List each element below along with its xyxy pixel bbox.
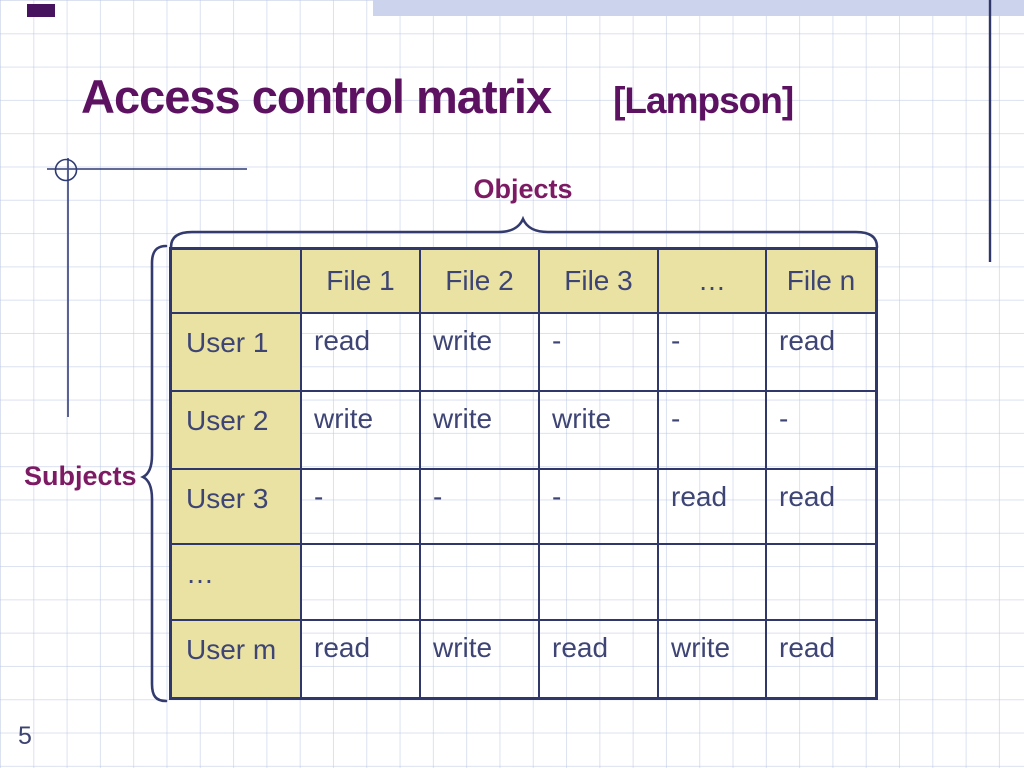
matrix-cell: read — [779, 632, 836, 663]
objects-brace-icon — [169, 215, 879, 249]
corner-cell — [172, 250, 302, 314]
row-label: User 3 — [172, 470, 302, 545]
page-title: Access control matrix — [81, 70, 552, 123]
row-label: … — [172, 545, 302, 621]
matrix-cell: read — [302, 314, 421, 392]
row-label: User m — [172, 621, 302, 697]
matrix-cell: read — [767, 314, 875, 392]
page-number: 5 — [18, 722, 32, 750]
title-row: Access control matrix [Lampson] — [81, 70, 794, 124]
matrix-cell: - — [659, 392, 767, 470]
top-left-accent-box — [27, 4, 55, 17]
subjects-axis-label: Subjects — [24, 461, 137, 491]
matrix-cell: - — [302, 470, 421, 545]
matrix-cell: write — [421, 314, 540, 392]
column-header-file1: File 1 — [302, 250, 421, 314]
column-header-file3: File 3 — [540, 250, 659, 314]
matrix-cell: write — [302, 392, 421, 470]
column-header-filen: File n — [767, 250, 875, 314]
matrix-cell — [540, 545, 659, 621]
matrix-cell — [302, 545, 421, 621]
matrix-cell: write — [421, 621, 540, 697]
matrix-cell: - — [540, 314, 659, 392]
matrix-cell — [767, 545, 875, 621]
matrix-cell: read — [540, 621, 659, 697]
matrix-cell: - — [540, 470, 659, 545]
matrix-cell: read — [659, 470, 767, 545]
matrix-cell: - — [421, 470, 540, 545]
subjects-brace-icon — [140, 244, 168, 703]
objects-axis-label: Objects — [473, 174, 573, 204]
matrix-cell: write — [421, 392, 540, 470]
matrix-cell: write — [540, 392, 659, 470]
access-control-matrix-table: File 1 File 2 File 3 … File n User 1 rea… — [169, 247, 878, 700]
matrix-cell: read — [302, 621, 421, 697]
row-label: User 1 — [172, 314, 302, 392]
matrix-cell — [421, 545, 540, 621]
column-header-file2: File 2 — [421, 250, 540, 314]
matrix-cell: read — [767, 470, 875, 545]
matrix-cell: - — [767, 392, 875, 470]
matrix-cell: write — [659, 621, 767, 697]
citation-label: [Lampson] — [613, 80, 794, 121]
matrix-cell — [659, 545, 767, 621]
top-right-accent-bar — [373, 0, 1024, 16]
row-label: User 2 — [172, 392, 302, 470]
column-header-ellipsis: … — [659, 250, 767, 314]
matrix-cell: - — [659, 314, 767, 392]
